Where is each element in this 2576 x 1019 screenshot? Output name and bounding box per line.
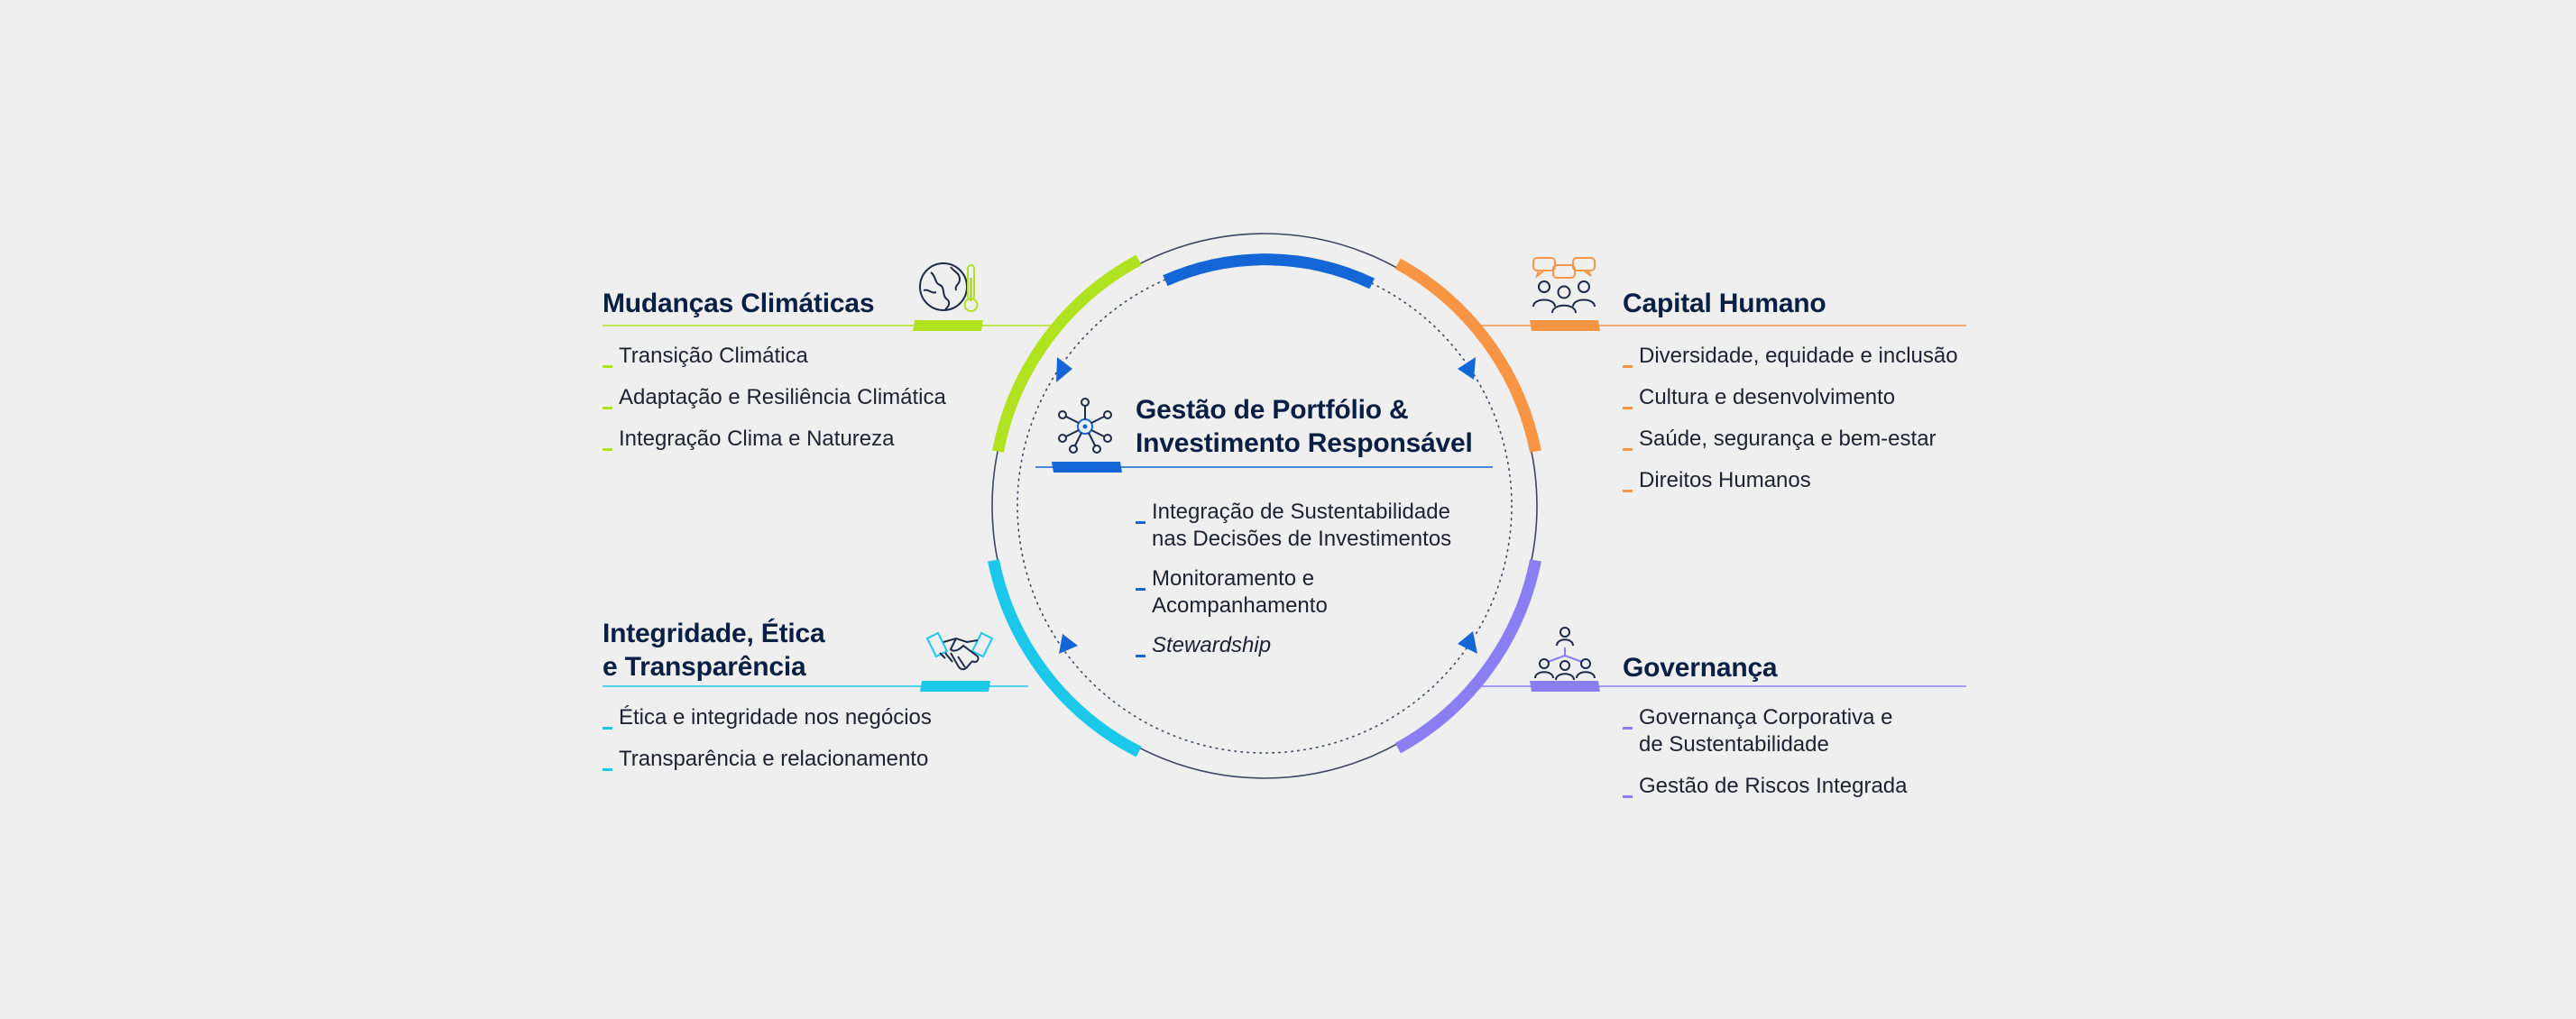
list-dash	[1136, 521, 1145, 524]
flow-arrow-bottom-left	[1059, 634, 1078, 654]
list-dash	[603, 407, 612, 409]
list-item: Governança Corporativa e de Sustentabili…	[1623, 704, 1908, 758]
list-dash	[1136, 588, 1145, 591]
climate-list: Transição Climática Adaptação e Resiliên…	[603, 343, 946, 467]
list-item: Cultura e desenvolvimento	[1623, 384, 1958, 411]
list-item-line2: Acompanhamento	[1152, 593, 1328, 618]
list-dash	[1623, 448, 1633, 451]
list-item-line2: de Sustentabilidade	[1639, 732, 1829, 757]
arc-climate	[992, 254, 1142, 453]
flow-arrow-top-right	[1458, 357, 1476, 380]
list-item: Saúde, segurança e bem-estar	[1623, 426, 1958, 453]
list-dash	[1136, 655, 1145, 657]
list-item-text: Adaptação e Resiliência Climática	[619, 385, 946, 409]
list-item: Stewardship	[1136, 632, 1451, 659]
list-dash	[1623, 490, 1633, 492]
list-item-text: Ética e integridade nos negócios	[619, 705, 932, 730]
list-item: Adaptação e Resiliência Climática	[603, 384, 946, 411]
inner-dotted-ring	[1017, 258, 1513, 754]
center-title: Gestão de Portfólio & Investimento Respo…	[1136, 393, 1473, 460]
integrity-title: Integridade, Ética e Transparência	[603, 617, 825, 684]
list-item: Direitos Humanos	[1623, 467, 1958, 494]
arc-integrity	[988, 559, 1142, 757]
center-rule-tab	[1052, 462, 1122, 473]
list-item-line1: Stewardship	[1152, 633, 1272, 657]
center-title-line2: Investimento Responsável	[1136, 428, 1473, 458]
list-dash	[1623, 727, 1633, 730]
list-dash	[603, 768, 612, 771]
list-dash	[1623, 407, 1633, 409]
list-item-text: Cultura e desenvolvimento	[1639, 385, 1896, 409]
governance-rule-tab	[1530, 681, 1600, 692]
integrity-title-line1: Integridade, Ética	[603, 619, 825, 648]
list-item-line1: Integração de Sustentabilidade	[1152, 500, 1450, 524]
governance-list: Governança Corporativa e de Sustentabili…	[1623, 704, 1908, 814]
climate-title: Mudanças Climáticas	[603, 289, 875, 318]
outer-ring	[991, 233, 1538, 779]
list-item-text: Transparência e relacionamento	[619, 747, 929, 771]
center-list: Integração de Sustentabilidade nas Decis…	[1136, 499, 1451, 672]
integrity-title-line2: e Transparência	[603, 652, 806, 682]
people-chat-icon	[1532, 257, 1596, 314]
governance-title: Governança	[1623, 653, 1778, 683]
list-item: Diversidade, equidade e inclusão	[1623, 343, 1958, 370]
list-item-line1: Gestão de Riscos Integrada	[1639, 774, 1908, 798]
handshake-icon	[925, 631, 994, 671]
list-item-text: Transição Climática	[619, 344, 808, 368]
list-item: Integração Clima e Natureza	[603, 426, 946, 453]
list-dash	[1623, 365, 1633, 368]
list-item: Ética e integridade nos negócios	[603, 704, 932, 731]
list-item: Transição Climática	[603, 343, 946, 370]
list-item-text: Saúde, segurança e bem-estar	[1639, 427, 1937, 451]
list-item: Gestão de Riscos Integrada	[1623, 773, 1908, 800]
network-hub-icon	[1058, 398, 1112, 454]
integrity-list: Ética e integridade nos negócios Transpa…	[603, 704, 932, 787]
list-item-line1: Monitoramento e	[1152, 566, 1315, 591]
list-item-line1: Governança Corporativa e	[1639, 705, 1893, 730]
flow-arrow-top-left	[1056, 357, 1072, 382]
integrity-rule-tab	[920, 681, 990, 692]
list-dash	[603, 448, 612, 451]
list-dash	[603, 727, 612, 730]
list-item: Transparência e relacionamento	[603, 746, 932, 773]
org-structure-icon	[1534, 627, 1596, 680]
list-item: Integração de Sustentabilidade nas Decis…	[1136, 499, 1451, 553]
list-item-text: Direitos Humanos	[1639, 468, 1811, 492]
list-item-text: Integração Clima e Natureza	[619, 427, 895, 451]
human-list: Diversidade, equidade e inclusão Cultura…	[1623, 343, 1958, 509]
human-rule-tab	[1530, 320, 1600, 331]
arc-governance	[1394, 559, 1541, 754]
list-dash	[1623, 795, 1633, 798]
flow-arrow-bottom-right	[1458, 631, 1477, 654]
arc-human-capital	[1394, 258, 1541, 453]
center-title-line1: Gestão de Portfólio &	[1136, 395, 1409, 425]
list-item-text: Diversidade, equidade e inclusão	[1639, 344, 1958, 368]
climate-rule-tab	[913, 320, 983, 331]
list-item-line2: nas Decisões de Investimentos	[1152, 527, 1452, 551]
list-dash	[603, 365, 612, 368]
arc-portfolio	[1163, 253, 1375, 289]
list-item: Monitoramento e Acompanhamento	[1136, 565, 1451, 620]
human-title: Capital Humano	[1623, 289, 1826, 318]
globe-thermometer-icon	[919, 262, 979, 312]
